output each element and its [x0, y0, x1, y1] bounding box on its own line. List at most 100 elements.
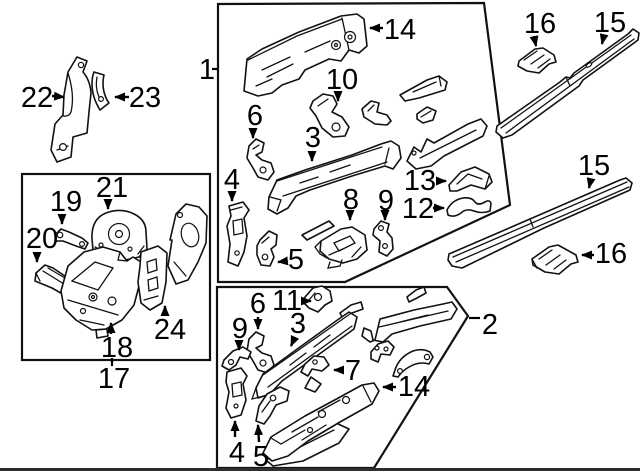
part-14-rail-lower-drawing [262, 382, 380, 462]
callout-16-upper-arrow [529, 35, 539, 47]
callout-9-upper: 9 [378, 185, 394, 221]
part-10-crease [317, 98, 329, 107]
part-3-rail-upper-drawing [267, 140, 402, 215]
part-4-upper-hole [234, 250, 240, 256]
part-21-hole-right [127, 246, 133, 252]
callout-4-lower-label: 4 [229, 437, 245, 469]
part-7-bracket-drawing [300, 355, 330, 377]
callout-15-upper-arrow [599, 33, 609, 45]
part-18-tab [95, 328, 109, 339]
callout-15-lower-arrow [586, 177, 596, 189]
callout-14-lower: 14 [382, 371, 430, 403]
part-24-small-hole [176, 211, 184, 219]
part-curved-arm-drawing [392, 348, 434, 378]
part-hook-crease [367, 104, 375, 112]
callout-4-upper-label: 4 [224, 164, 240, 196]
callout-15-upper-label: 15 [594, 7, 626, 39]
part-6-bracket-lower-drawing [246, 331, 275, 374]
part-3-upper-line [282, 161, 388, 197]
part-14-grommet-2-inner [333, 42, 339, 48]
part-22-crease [62, 72, 74, 117]
part-8-detail [328, 235, 362, 258]
callout-1: 1 [199, 54, 218, 86]
part-12-strip-drawing [446, 197, 492, 217]
part-19-hole2 [78, 241, 85, 248]
part-right-rail-hole [411, 150, 417, 156]
part-23-crease [95, 76, 100, 98]
callout-4-lower: 4 [229, 420, 245, 469]
part-9-bracket-upper-drawing [372, 220, 394, 257]
part-18-detail [67, 251, 128, 326]
callout-6-upper-label: 6 [247, 100, 263, 132]
part-6-upper-hole [259, 166, 267, 174]
part-18-hole2 [107, 296, 117, 306]
part-15-rail-lower-line1 [452, 181, 628, 258]
callout-20-label: 20 [26, 223, 58, 255]
callout-5-upper-label: 5 [288, 244, 304, 276]
bottom-edge-bar [0, 468, 640, 471]
part-15-rail-lower-step [529, 218, 534, 228]
callout-14-lower-label: 14 [398, 371, 430, 403]
callout-5-upper: 5 [277, 244, 304, 276]
part-14-lower-lines [270, 385, 372, 445]
callout-3-upper: 3 [305, 122, 321, 162]
part-15-rail-upper-slot [585, 62, 593, 68]
part-14-apron-flange [247, 18, 343, 61]
part-14-grommet-1-inner [347, 34, 353, 40]
callout-20: 20 [26, 223, 58, 263]
part-3-upper-endfold [269, 196, 282, 212]
part-4-lower-hole [233, 403, 239, 409]
part-5-upper-hole [261, 253, 269, 261]
callout-22-arrow [51, 91, 65, 101]
part-9-lower-hole [227, 358, 235, 366]
callout-17: 17 [98, 358, 130, 395]
callout-23-label: 23 [129, 82, 161, 114]
callout-5-lower-arrow [254, 424, 264, 443]
part-16-bracket-lower-drawing [531, 244, 579, 275]
part-23-strip-drawing [91, 71, 110, 111]
part-14-lower-hole1 [317, 409, 327, 419]
part-14-lower-hole2 [341, 395, 351, 405]
callout-8-label: 8 [343, 184, 359, 216]
callout-13-label: 13 [404, 165, 436, 197]
part-15-rail-lower-line2 [455, 186, 630, 263]
part-hook-bracket-drawing [361, 100, 392, 126]
callouts: 1 22 23 16 15 15 16 2 [21, 7, 627, 471]
callout-3-lower-label: 3 [290, 308, 306, 340]
part-23-hole [97, 95, 104, 102]
callout-6-upper: 6 [247, 100, 263, 139]
part-15-rail-upper-line1 [500, 34, 632, 129]
callout-24-label: 24 [154, 314, 186, 346]
part-6-lower-hole [259, 359, 267, 367]
callout-12-label: 12 [402, 193, 434, 225]
callout-10-label: 10 [326, 64, 358, 96]
part-24-slots [143, 258, 159, 301]
callout-11-label: 11 [272, 285, 302, 317]
callout-18-label: 18 [101, 332, 133, 364]
callout-6-lower-label: 6 [250, 288, 266, 320]
callout-3-upper-label: 3 [305, 122, 321, 154]
callout-24: 24 [154, 305, 186, 346]
part-upper-rail-box2-drawing [361, 301, 458, 343]
part-3-upper-slots [299, 147, 390, 184]
part-9-upper-hole2 [382, 243, 389, 250]
callout-4-upper: 4 [224, 164, 240, 202]
assembly-box-2 [215, 285, 470, 470]
part-24-crease [173, 261, 187, 277]
callout-5-upper-arrow [277, 256, 289, 266]
callout-1-label: 1 [199, 54, 215, 86]
callout-3-lower-arrow [289, 335, 300, 347]
part-7-tail [304, 376, 322, 393]
callout-16-upper: 16 [524, 8, 556, 47]
part-5-upper-crease [261, 236, 270, 244]
part-6-upper-crease [252, 144, 260, 150]
box17-parts [34, 203, 208, 339]
callout-3-lower: 3 [289, 308, 306, 347]
part-5-bracket-lower-drawing [255, 386, 290, 425]
part-16-bracket-lower-ribs [538, 249, 567, 270]
callout-5-lower: 5 [253, 424, 269, 471]
callout-22: 22 [21, 82, 65, 114]
callout-15-upper: 15 [594, 7, 626, 45]
part-3-lower-foot [250, 387, 265, 400]
